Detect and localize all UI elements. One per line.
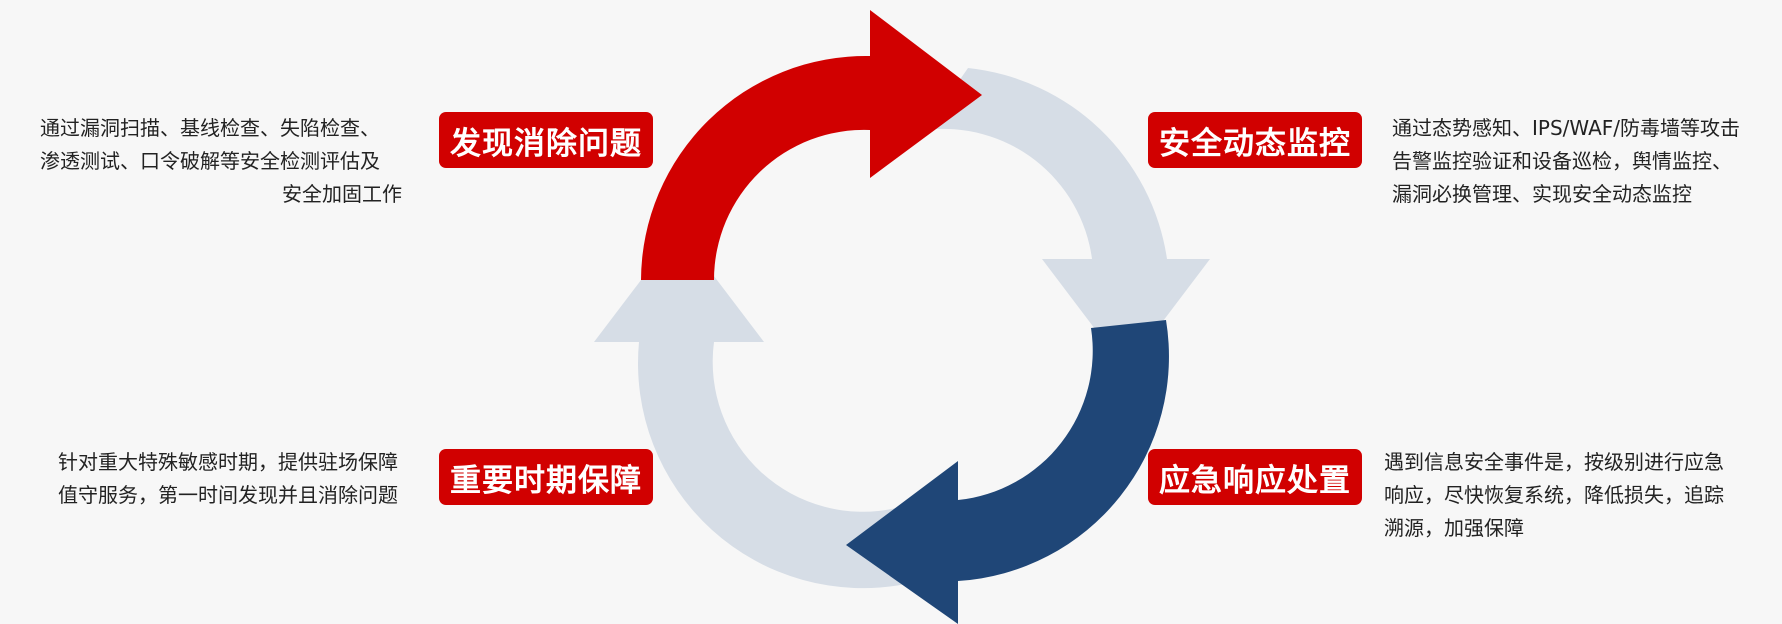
desc-line: 针对重大特殊敏感时期，提供驻场保障: [58, 450, 398, 474]
desc-line: 漏洞必换管理、实现安全动态监控: [1392, 182, 1692, 206]
stage-title-discover: 发现消除问题: [439, 112, 653, 168]
arrow-protect: [594, 230, 906, 589]
desc-line: 值守服务，第一时间发现并且消除问题: [58, 483, 398, 507]
desc-line: 告警监控验证和设备巡检，舆情监控、: [1392, 149, 1732, 173]
arrow-discover: [641, 10, 982, 280]
desc-line: 遇到信息安全事件是，按级别进行应急: [1384, 450, 1724, 474]
stage-title-respond: 应急响应处置: [1148, 449, 1362, 505]
desc-line: 通过态势感知、IPS/WAF/防毒墙等攻击: [1392, 116, 1740, 140]
arrow-respond: [846, 320, 1169, 624]
desc-line: 安全加固工作: [282, 182, 402, 206]
stage-desc-monitor: 通过态势感知、IPS/WAF/防毒墙等攻击 告警监控验证和设备巡检，舆情监控、 …: [1392, 112, 1740, 211]
stage-desc-respond: 遇到信息安全事件是，按级别进行应急 响应，尽快恢复系统，降低损失，追踪 溯源，加…: [1384, 446, 1724, 545]
arrow-monitor: [925, 68, 1210, 370]
desc-line: 响应，尽快恢复系统，降低损失，追踪: [1384, 483, 1724, 507]
desc-line: 渗透测试、口令破解等安全检测评估及: [40, 149, 380, 173]
stage-desc-discover: 通过漏洞扫描、基线检查、失陷检查、 渗透测试、口令破解等安全检测评估及 安全加固…: [40, 112, 402, 211]
desc-line: 溯源，加强保障: [1384, 516, 1524, 540]
stage-desc-protect: 针对重大特殊敏感时期，提供驻场保障 值守服务，第一时间发现并且消除问题: [58, 446, 398, 512]
stage-title-monitor: 安全动态监控: [1148, 112, 1362, 168]
desc-line: 通过漏洞扫描、基线检查、失陷检查、: [40, 116, 380, 140]
stage-title-protect: 重要时期保障: [439, 449, 653, 505]
